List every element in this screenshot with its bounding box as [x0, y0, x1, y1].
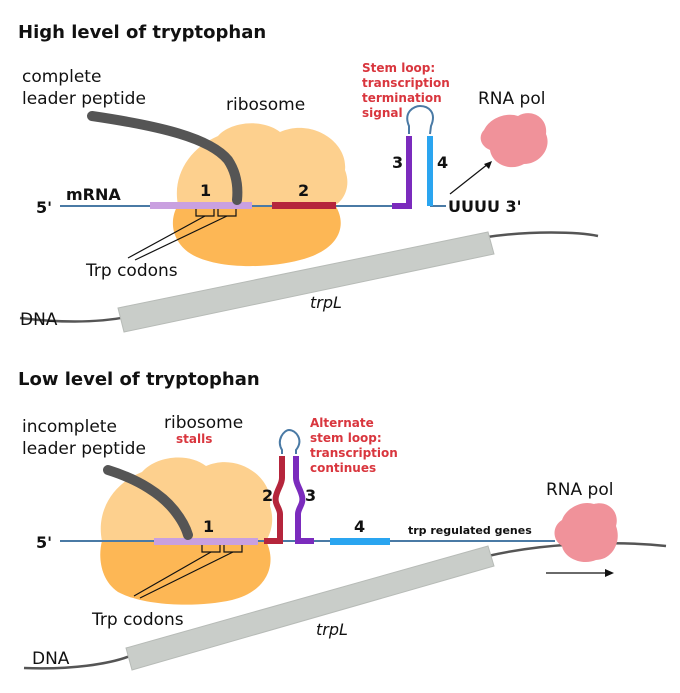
ribosome-large-subunit	[172, 205, 341, 267]
low-trp-panel: Low level of tryptophan DNA trpL ribosom…	[18, 369, 667, 671]
peptide-label-line1: complete	[22, 67, 101, 87]
peptide-label-line2: leader peptide	[22, 89, 146, 109]
trpl-gene-block-2	[125, 545, 495, 671]
region-4-label: 4	[437, 153, 448, 172]
stem-loop-label-line3: termination	[362, 91, 442, 105]
stem-loop-label-line2: transcription	[362, 76, 450, 90]
region-2-stem	[264, 456, 285, 544]
transcription-arrow-head	[605, 569, 614, 577]
region-1-label: 1	[200, 181, 211, 200]
alternate-loop	[278, 428, 301, 454]
region-4-label-2: 4	[354, 517, 365, 536]
five-prime-label-2: 5'	[36, 533, 52, 552]
region-1-label-2: 1	[203, 517, 214, 536]
trpl-label: trpL	[310, 293, 342, 312]
peptide-label-2-line1: incomplete	[22, 417, 117, 437]
ribosome-label: ribosome	[226, 95, 305, 115]
trp-codon-pointers-2	[133, 551, 234, 599]
stem-loop-label-line4: signal	[362, 106, 403, 120]
trp-codons-label-2: Trp codons	[91, 610, 184, 630]
rna-pol-blob	[480, 113, 548, 168]
trpl-label-2: trpL	[316, 620, 348, 639]
region-1-bar	[150, 202, 252, 209]
rna-pol-blob-2	[554, 502, 618, 563]
ribosome-small-subunit-2	[100, 457, 273, 541]
region-4-bar	[330, 538, 390, 545]
alt-loop-label-line4: continues	[310, 461, 376, 475]
five-prime-label: 5'	[36, 198, 52, 217]
trpl-gene-block	[117, 231, 495, 333]
region-3-stem	[392, 136, 412, 209]
release-arrow-line	[449, 163, 489, 195]
region-2-label: 2	[298, 181, 309, 200]
trp-codon-pointers	[127, 215, 228, 261]
incomplete-leader-peptide	[103, 465, 193, 540]
stem-loop-label-line1: Stem loop:	[362, 61, 435, 75]
peptide-label-2-line2: leader peptide	[22, 439, 146, 459]
mrna-label: mRNA	[66, 185, 121, 204]
alt-loop-label-line2: stem loop:	[310, 431, 382, 445]
region-3-label: 3	[392, 153, 403, 172]
region-3-label-2: 3	[305, 486, 316, 505]
low-trp-title: Low level of tryptophan	[18, 369, 260, 390]
region-2-label-2: 2	[262, 486, 273, 505]
region-2-bar	[272, 202, 336, 209]
stalls-label: stalls	[176, 432, 212, 446]
trp-codons-label: Trp codons	[85, 261, 178, 281]
rna-pol-label-2: RNA pol	[546, 480, 613, 500]
dna-label-2: DNA	[32, 649, 70, 669]
region-1-bar-2	[154, 538, 258, 545]
ribosome-large-subunit-2	[100, 541, 271, 605]
release-arrow-head	[484, 161, 492, 169]
rna-pol-label: RNA pol	[478, 89, 545, 109]
three-prime-label: UUUU 3'	[448, 197, 522, 216]
high-trp-title: High level of tryptophan	[18, 22, 266, 43]
ribosome-label-2: ribosome	[164, 413, 243, 433]
leader-peptide	[87, 111, 243, 205]
regulated-genes-label: trp regulated genes	[408, 524, 532, 537]
region-3-stem-2	[293, 456, 314, 544]
high-trp-panel: High level of tryptophan DNA trpL riboso…	[18, 22, 599, 333]
ribosome-small-subunit	[176, 123, 348, 205]
alt-loop-label-line3: transcription	[310, 446, 398, 460]
terminator-loop	[406, 104, 434, 135]
alt-loop-label-line1: Alternate	[310, 416, 374, 430]
dna-label: DNA	[20, 310, 58, 330]
